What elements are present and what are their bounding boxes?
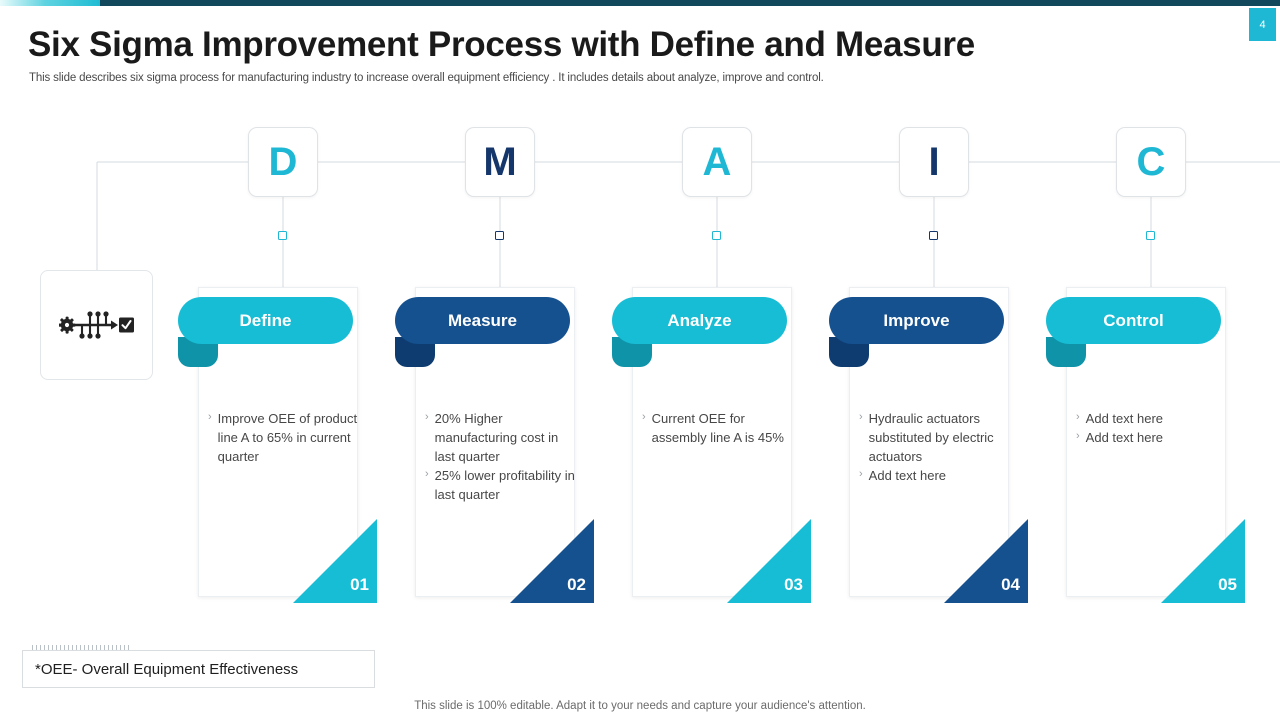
chevron-right-icon: › (208, 411, 212, 423)
list-item: › 20% Higher manufacturing cost in last … (425, 409, 575, 466)
stage-number-control: 05 (1218, 575, 1237, 594)
list-item: › Add text here (859, 466, 1009, 485)
stage-card-title-measure: Measure (448, 310, 517, 330)
fishbone-process-icon (58, 311, 134, 339)
stage-card-title-define: Define (239, 310, 292, 330)
stage-card-bullets-analyze: › Current OEE for assembly line A is 45% (642, 409, 792, 447)
stage-card-bullets-define: › Improve OEE of product line A to 65% i… (208, 409, 358, 466)
chevron-right-icon: › (1076, 411, 1080, 423)
stage-letter-box-c[interactable]: C (1116, 127, 1186, 197)
page-subtitle: This slide describes six sigma process f… (29, 72, 824, 84)
chevron-right-icon: › (1076, 430, 1080, 443)
chevron-right-icon: › (425, 468, 429, 481)
chevron-right-icon: › (425, 411, 429, 423)
corner-triangle-improve (944, 519, 1028, 603)
footnote-box: *OEE- Overall Equipment Effectiveness (22, 650, 375, 688)
list-item: › Add text here (1076, 428, 1226, 447)
stage-letter-a: A (702, 139, 732, 184)
top-decor-accent (0, 0, 100, 6)
corner-triangle-measure (510, 519, 594, 603)
bullet-text: Add text here (1085, 430, 1163, 446)
node-square-a (712, 231, 721, 240)
chevron-right-icon: › (859, 411, 863, 423)
bullet-text: 25% lower profitability in last quarter (434, 468, 575, 503)
page-title: Six Sigma Improvement Process with Defin… (28, 25, 975, 64)
corner-triangle-analyze (727, 519, 811, 603)
stage-letter-box-d[interactable]: D (248, 127, 318, 197)
stage-card-header-analyze[interactable]: Analyze (612, 297, 787, 344)
page-number-badge: 4 (1249, 8, 1276, 41)
stage-letter-d: D (268, 139, 298, 184)
stage-number-analyze: 03 (784, 575, 803, 594)
node-square-i (929, 231, 938, 240)
node-square-c (1146, 231, 1155, 240)
bullet-text: Improve OEE of product line A to 65% in … (217, 411, 358, 465)
list-item: › Current OEE for assembly line A is 45% (642, 409, 792, 447)
corner-triangle-control (1161, 519, 1245, 603)
stage-card-title-analyze: Analyze (667, 310, 732, 330)
stage-card-bullets-control: › Add text here › Add text here (1076, 409, 1226, 447)
stage-card-header-define[interactable]: Define (178, 297, 353, 344)
stage-card-header-improve[interactable]: Improve (829, 297, 1004, 344)
list-item: › Add text here (1076, 409, 1226, 428)
stage-letter-c: C (1136, 139, 1166, 184)
stage-card-header-control[interactable]: Control (1046, 297, 1221, 344)
stage-card-title-control: Control (1103, 310, 1164, 330)
bullet-text: Current OEE for assembly line A is 45% (651, 411, 784, 446)
arrow-head (110, 320, 118, 330)
footnote-hatch-decor (32, 645, 132, 654)
stage-number-define: 01 (350, 575, 369, 594)
stage-number-measure: 02 (567, 575, 586, 594)
branch-dots (78, 311, 109, 339)
chevron-right-icon: › (642, 411, 646, 423)
editable-note: This slide is 100% editable. Adapt it to… (414, 700, 866, 712)
stage-letter-i: I (928, 139, 940, 184)
stage-card-bullets-measure: › 20% Higher manufacturing cost in last … (425, 409, 575, 505)
stage-letter-box-m[interactable]: M (465, 127, 535, 197)
list-item: › Hydraulic actuators substituted by ele… (859, 409, 1009, 466)
bullet-text: Hydraulic actuators substituted by elect… (868, 411, 994, 465)
bullet-text: Add text here (868, 468, 946, 484)
node-square-m (495, 231, 504, 240)
stage-card-title-improve: Improve (883, 310, 950, 330)
bullet-text: 20% Higher manufacturing cost in last qu… (434, 411, 559, 465)
bullet-text: Add text here (1085, 411, 1163, 426)
stage-card-header-measure[interactable]: Measure (395, 297, 570, 344)
corner-triangle-define (293, 519, 377, 603)
gear-icon (58, 316, 75, 334)
chevron-right-icon: › (859, 468, 863, 481)
checkbox-icon (118, 317, 134, 333)
stage-letter-m: M (483, 139, 517, 184)
node-square-d (278, 231, 287, 240)
list-item: › 25% lower profitability in last quarte… (425, 466, 575, 504)
stage-letter-box-i[interactable]: I (899, 127, 969, 197)
process-icon-box (40, 270, 153, 380)
stage-card-bullets-improve: › Hydraulic actuators substituted by ele… (859, 409, 1009, 485)
stage-number-improve: 04 (1001, 575, 1020, 594)
stage-letter-box-a[interactable]: A (682, 127, 752, 197)
footnote-text: *OEE- Overall Equipment Effectiveness (35, 660, 299, 678)
list-item: › Improve OEE of product line A to 65% i… (208, 409, 358, 466)
top-decor-bar (0, 0, 1280, 6)
